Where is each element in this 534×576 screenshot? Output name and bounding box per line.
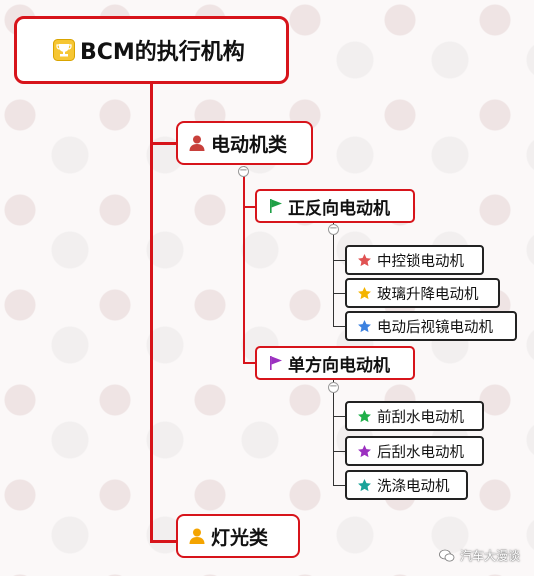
flag-icon xyxy=(269,355,283,371)
connector-motor-trunk xyxy=(243,166,245,363)
connector-leaf-4 xyxy=(333,416,345,417)
branch-lighting-node[interactable]: 灯光类 xyxy=(176,514,300,558)
person-icon xyxy=(188,527,206,545)
leaf-washer-motor[interactable]: 洗涤电动机 xyxy=(345,470,468,500)
star-icon xyxy=(357,319,372,334)
leaf-mirror-motor[interactable]: 电动后视镜电动机 xyxy=(345,311,517,341)
star-icon xyxy=(357,409,372,424)
leaf-label: 前刮水电动机 xyxy=(377,409,464,426)
collapse-toggle-motor[interactable]: − xyxy=(238,165,249,177)
leaf-rear-wiper-motor[interactable]: 后刮水电动机 xyxy=(345,436,484,466)
leaf-central-lock-motor[interactable]: 中控锁电动机 xyxy=(345,245,484,275)
connector-leaf-3 xyxy=(333,326,345,327)
connector-leaf-1 xyxy=(333,260,345,261)
star-icon xyxy=(357,478,372,493)
watermark-label: 汽车大漫谈 xyxy=(459,549,520,563)
leaf-front-wiper-motor[interactable]: 前刮水电动机 xyxy=(345,401,484,431)
flag-icon xyxy=(269,198,283,214)
connector-unidirectional-trunk xyxy=(333,380,334,486)
connector-leaf-5 xyxy=(333,451,345,452)
collapse-toggle-unidirectional[interactable]: − xyxy=(328,381,339,393)
leaf-label: 中控锁电动机 xyxy=(377,253,464,270)
branch-motor-label: 电动机类 xyxy=(211,133,288,156)
star-icon xyxy=(357,253,372,268)
connector-root-trunk xyxy=(150,84,153,543)
bidirectional-motor-node[interactable]: 正反向电动机 xyxy=(255,189,415,223)
connector-motor-to-bidirectional xyxy=(243,206,255,208)
connector-motor-to-unidirectional xyxy=(243,362,255,364)
leaf-label: 洗涤电动机 xyxy=(377,478,450,495)
star-icon xyxy=(357,444,372,459)
trophy-icon xyxy=(53,39,75,61)
bidirectional-motor-label: 正反向电动机 xyxy=(288,198,390,219)
connector-root-to-motor xyxy=(150,142,176,145)
watermark: 汽车大漫谈 xyxy=(439,547,520,564)
leaf-label: 玻璃升降电动机 xyxy=(377,286,479,303)
leaf-window-lift-motor[interactable]: 玻璃升降电动机 xyxy=(345,278,500,308)
connector-leaf-6 xyxy=(333,485,345,486)
connector-root-to-lighting xyxy=(150,540,176,543)
branch-lighting-label: 灯光类 xyxy=(211,526,269,549)
collapse-toggle-bidirectional[interactable]: − xyxy=(328,223,339,235)
leaf-label: 电动后视镜电动机 xyxy=(377,319,493,336)
connector-leaf-2 xyxy=(333,293,345,294)
person-icon xyxy=(188,134,206,152)
root-label: BCM的执行机构 xyxy=(80,40,245,65)
unidirectional-motor-node[interactable]: 单方向电动机 xyxy=(255,346,415,380)
star-icon xyxy=(357,286,372,301)
wechat-icon xyxy=(439,549,455,563)
branch-motor-node[interactable]: 电动机类 xyxy=(176,121,313,165)
root-node[interactable]: BCM的执行机构 xyxy=(14,16,289,84)
connector-bidirectional-trunk xyxy=(333,223,334,327)
leaf-label: 后刮水电动机 xyxy=(377,444,464,461)
unidirectional-motor-label: 单方向电动机 xyxy=(288,355,390,376)
